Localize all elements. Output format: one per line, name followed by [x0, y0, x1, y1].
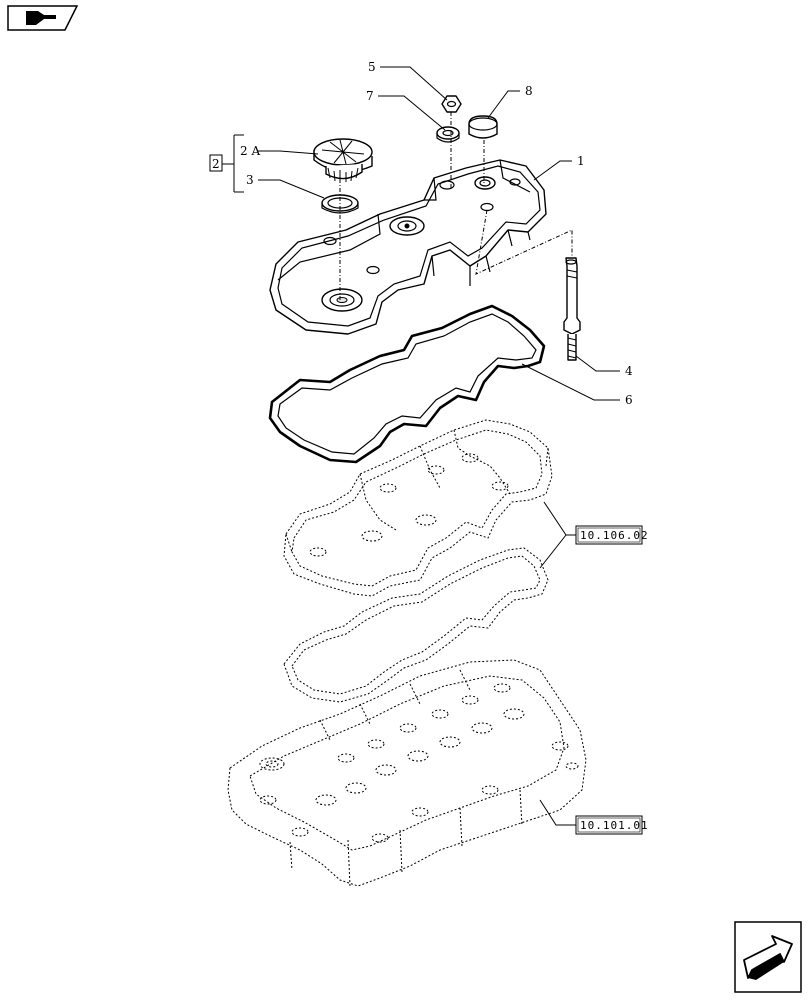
assembly-centerlines — [339, 112, 573, 300]
callout-8: 8 — [525, 84, 533, 98]
callout-2-box — [209, 154, 223, 172]
callout-1: 1 — [577, 154, 585, 168]
part-6-gasket — [268, 304, 546, 464]
reference-label-head[interactable]: 10.101.01 — [580, 819, 649, 832]
next-page-arrow-icon[interactable] — [734, 921, 802, 993]
callout-7: 7 — [366, 89, 374, 103]
phantom-lower-gasket — [283, 547, 549, 703]
part-1-valve-cover — [269, 159, 547, 335]
phantom-cylinder-head — [227, 659, 587, 887]
part-7-seal — [436, 126, 460, 143]
part-4-stud — [563, 257, 581, 361]
callout-5: 5 — [368, 60, 376, 74]
callout-6: 6 — [625, 393, 633, 407]
callout-2a: 2 A — [240, 144, 260, 158]
part-8-cap — [468, 115, 498, 139]
callout-2: 2 — [212, 157, 220, 171]
reference-box-10-101-01[interactable]: 10.101.01 — [575, 815, 649, 835]
part-2a-filler-cap — [313, 138, 373, 182]
callout-3: 3 — [246, 173, 254, 187]
callout-labels: 5 7 8 1 2 A 3 2 4 6 — [209, 60, 633, 407]
reference-label-cover[interactable]: 10.106.02 — [580, 529, 649, 542]
reference-box-10-106-02[interactable]: 10.106.02 — [575, 525, 649, 545]
book-nav-icon[interactable] — [7, 5, 79, 31]
phantom-cover-housing — [283, 419, 553, 597]
leader-lines — [222, 66, 620, 826]
callout-4: 4 — [625, 364, 633, 378]
